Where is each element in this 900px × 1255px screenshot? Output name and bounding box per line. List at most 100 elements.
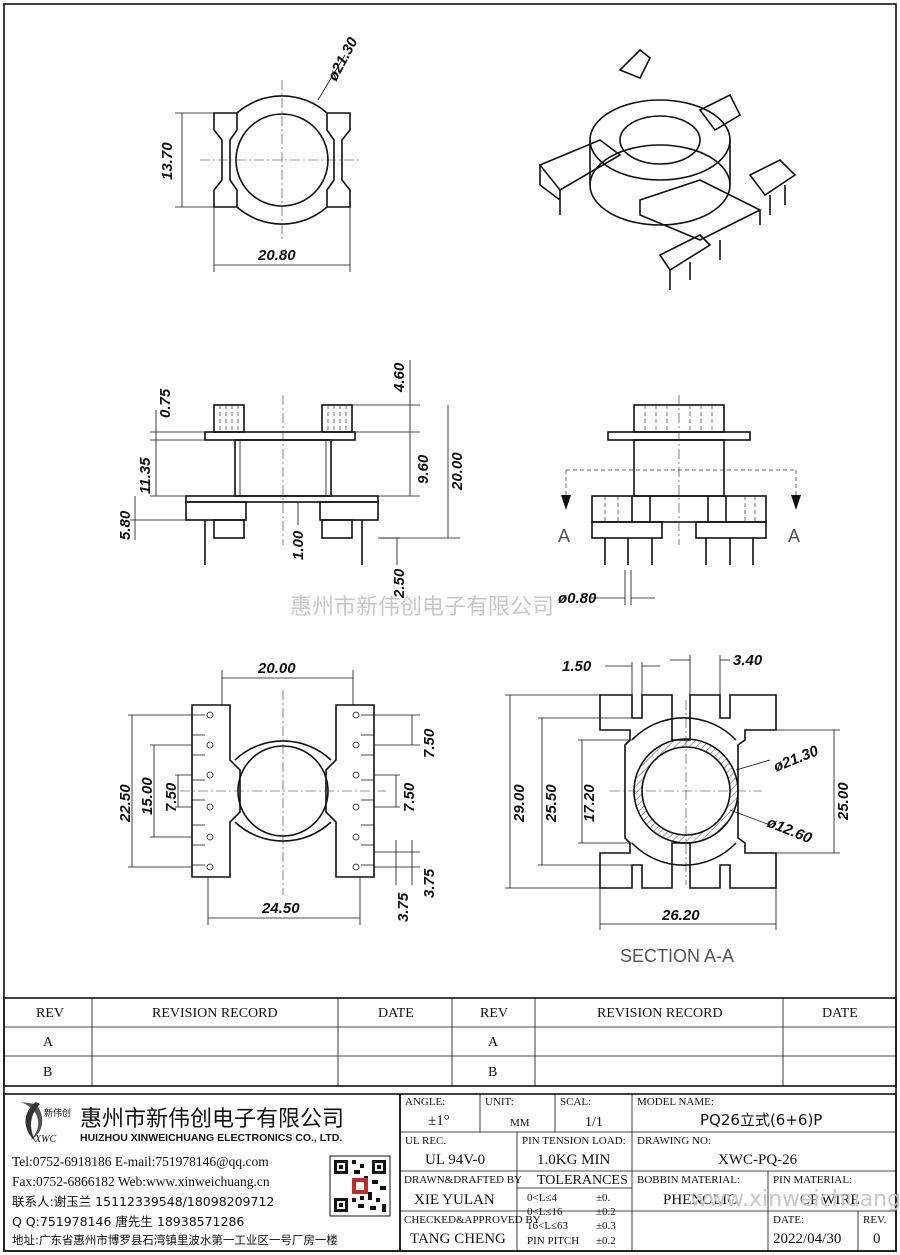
svg-text:新伟创: 新伟创 <box>44 1107 71 1119</box>
model-value: PQ26立式(6+6)P <box>700 1111 822 1129</box>
watermark-text: 惠州市新伟创电子有限公司 <box>290 595 554 620</box>
company-block: 新伟创 XWC 惠州市新伟创电子有限公司 HUIZHOU XINWEICHUAN… <box>3 1093 401 1252</box>
ul-value: UL 94V-0 <box>425 1152 485 1168</box>
tol-range-3: 16<L≤63 <box>527 1220 568 1232</box>
dim-section-29-00: 29.00 <box>511 784 528 823</box>
bottom-view: 20.00 24.50 22.50 15.00 7.50 7.50 7.50 3… <box>117 660 438 925</box>
section-title: SECTION A-A <box>620 946 734 966</box>
angle-value: ±1° <box>428 1113 450 1129</box>
dim-front-20-00: 20.00 <box>449 452 466 491</box>
dim-bottom-7-50-right: 7.50 <box>401 782 418 812</box>
dim-bottom-7-50-left: 7.50 <box>163 782 180 812</box>
rev-row-a-left: A <box>43 1035 54 1050</box>
dim-bottom-24-50: 24.50 <box>261 900 300 917</box>
rev-value: 0 <box>873 1231 881 1247</box>
top-view: 13.70 20.80 ø21.30 <box>159 34 362 272</box>
company-name-en: HUIZHOU XINWEICHUANG ELECTRONICS CO., LT… <box>80 1132 342 1144</box>
pin-tension-value: 1.0KG MIN <box>537 1152 610 1168</box>
drawing-no-value: XWC-PQ-26 <box>718 1152 798 1168</box>
scale-label: SCAL: <box>560 1096 591 1108</box>
rev-header-2: REV <box>480 1006 508 1021</box>
contact-line-3: 联系人:谢玉兰 15112339548/18098209712 <box>12 1194 274 1209</box>
qr-code-icon <box>329 1155 391 1217</box>
dim-front-4-60: 4.60 <box>391 362 408 393</box>
isometric-view <box>538 48 797 290</box>
date-label: DATE: <box>773 1214 804 1226</box>
revision-table: REV REVISION RECORD DATE REV REVISION RE… <box>3 997 897 1087</box>
pin-material-value: CP WIRE <box>800 1192 860 1208</box>
svg-text:XWC: XWC <box>34 1134 56 1145</box>
dim-front-9-60: 9.60 <box>415 454 432 484</box>
section-marker-left: A <box>558 526 570 546</box>
dim-bottom-7-50-right-top: 7.50 <box>421 728 438 758</box>
dim-bottom-20-00: 20.00 <box>257 660 296 677</box>
company-logo: 新伟创 XWC <box>20 1102 71 1145</box>
contact-line-2: Fax:0752-6866182 Web:www.xinweichuang.cn <box>12 1174 270 1189</box>
contact-line-5: 地址:广东省惠州市博罗县石湾镇里波水第一工业区一号厂房一楼 <box>12 1233 338 1247</box>
rev-row-b-left: B <box>43 1065 52 1080</box>
dim-pin-diameter: ø0.80 <box>558 590 597 607</box>
tol-value-1: ±0. <box>596 1192 611 1204</box>
unit-label: UNIT: <box>485 1096 514 1108</box>
dim-bottom-22-50: 22.50 <box>117 784 134 823</box>
bobbin-value: PHENOLIC <box>663 1192 737 1208</box>
dim-front-0-75: 0.75 <box>157 388 174 418</box>
title-block: ANGLE: ±1° UNIT: MM SCAL: 1/1 MODEL NAME… <box>399 1093 900 1252</box>
tol-value-4: ±0.2 <box>596 1235 616 1247</box>
contact-line-4: Q Q:751978146 唐先生 18938571286 <box>12 1214 244 1229</box>
rev-row-b-right: B <box>488 1065 497 1080</box>
watermark-url: www.xinweichuang.cn <box>690 1187 900 1212</box>
tol-value-3: ±0.3 <box>596 1220 616 1232</box>
dim-front-2-50: 2.50 <box>391 568 408 599</box>
revision-record-header-1: REVISION RECORD <box>152 1006 278 1021</box>
tolerances-label: TOLERANCES <box>537 1173 628 1188</box>
date-value: 2022/04/30 <box>773 1231 841 1247</box>
dim-section-25-00: 25.00 <box>835 782 852 821</box>
drawn-value: XIE YULAN <box>414 1192 495 1208</box>
checked-label: CHECKED&APPROVED BY <box>404 1214 541 1226</box>
dim-top-diameter: ø21.30 <box>325 34 362 84</box>
drawing-no-label: DRAWING NO: <box>637 1135 711 1147</box>
dim-section-3-40: 3.40 <box>733 652 763 669</box>
pin-material-label: PIN MATERIAL: <box>773 1174 852 1186</box>
dim-section-25-50: 25.50 <box>543 784 560 823</box>
unit-value: MM <box>510 1117 530 1129</box>
dim-bottom-3-75-b: 3.75 <box>421 868 438 898</box>
company-name-cn: 惠州市新伟创电子有限公司 <box>80 1107 344 1132</box>
dim-section-1-50: 1.50 <box>562 658 592 675</box>
rev-row-a-right: A <box>488 1035 499 1050</box>
drawn-label: DRAWN&DRAFTED BY <box>404 1174 522 1186</box>
dim-bottom-15-00: 15.00 <box>139 777 156 815</box>
tol-range-1: 0<L≤4 <box>527 1192 557 1204</box>
bobbin-label: BOBBIN MATERIAL: <box>637 1174 740 1186</box>
front-view: 0.75 11.35 5.80 4.60 9.60 20.00 1.00 2.5… <box>117 360 466 599</box>
dim-front-11-35: 11.35 <box>137 457 154 494</box>
ul-label: UL REC. <box>405 1135 446 1147</box>
date-header-2: DATE <box>822 1006 858 1021</box>
model-label: MODEL NAME: <box>637 1096 714 1108</box>
scale-value: 1/1 <box>585 1115 603 1130</box>
tol-range-4: PIN PITCH <box>527 1235 579 1247</box>
checked-value: TANG CHENG <box>410 1231 506 1247</box>
tol-range-2: 0<L≤16 <box>527 1206 563 1218</box>
side-view: A A ø0.80 <box>558 395 801 607</box>
tol-value-2: ±0.2 <box>596 1206 616 1218</box>
dim-section-26-20: 26.20 <box>661 907 700 924</box>
dim-top-width: 20.80 <box>257 247 296 264</box>
dim-front-5-80: 5.80 <box>117 510 134 540</box>
date-header-1: DATE <box>378 1006 414 1021</box>
dim-section-17-20: 17.20 <box>581 784 598 822</box>
rev-label: REV. <box>863 1214 887 1226</box>
contact-line-1: Tel:0752-6918186 E-mail:751978146@qq.com <box>12 1154 269 1169</box>
dim-front-1-00: 1.00 <box>290 530 307 560</box>
section-view: 1.50 3.40 29.00 25.50 17.20 ø21.30 ø12.6… <box>505 652 852 966</box>
angle-label: ANGLE: <box>405 1096 445 1108</box>
section-marker-right: A <box>788 526 800 546</box>
rev-header-1: REV <box>36 1006 64 1021</box>
pin-tension-label: PIN TENSION LOAD: <box>522 1135 626 1147</box>
dim-section-outer-dia: ø21.30 <box>771 742 821 776</box>
revision-record-header-2: REVISION RECORD <box>597 1006 723 1021</box>
dim-section-inner-dia: ø12.60 <box>765 814 815 848</box>
dim-bottom-3-75-a: 3.75 <box>395 892 412 922</box>
